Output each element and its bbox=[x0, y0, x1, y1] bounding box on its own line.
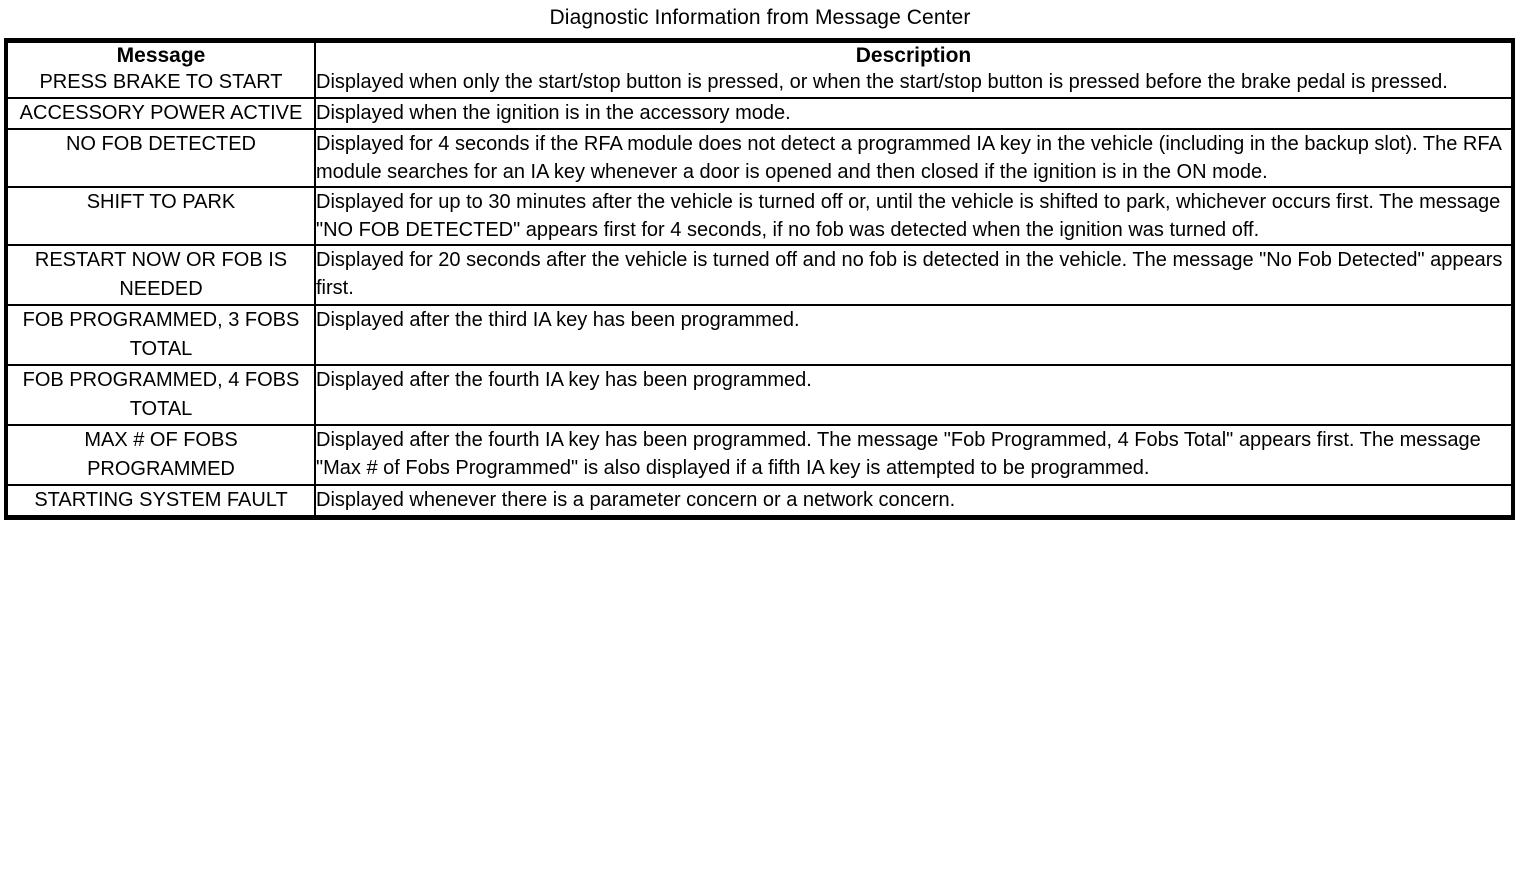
table-row: SHIFT TO PARK Displayed for up to 30 min… bbox=[8, 186, 1511, 246]
description-text: Displayed for 4 seconds if the RFA modul… bbox=[316, 133, 1501, 183]
description-text: Displayed for up to 30 minutes after the… bbox=[316, 191, 1501, 241]
cell-message: RESTART NOW OR FOB IS NEEDED bbox=[8, 244, 316, 306]
cell-description: Displayed after the fourth IA key has be… bbox=[314, 364, 1511, 426]
table-header-row: Message Description bbox=[8, 43, 1511, 68]
description-text: Displayed after the third IA key has bee… bbox=[316, 309, 800, 331]
table-body: PRESS BRAKE TO START Displayed when only… bbox=[8, 68, 1511, 515]
description-text: Displayed when only the start/stop butto… bbox=[316, 71, 1448, 93]
description-text: Displayed after the fourth IA key has be… bbox=[316, 429, 1481, 479]
table-row: MAX # OF FOBS PROGRAMMED Displayed after… bbox=[8, 424, 1511, 486]
description-text: Displayed whenever there is a parameter … bbox=[316, 489, 956, 511]
cell-message: ACCESSORY POWER ACTIVE bbox=[8, 97, 316, 130]
diagnostic-information-table: Message Description PRESS BRAKE TO START… bbox=[8, 43, 1511, 515]
column-header-message: Message bbox=[8, 43, 316, 68]
diagnostic-table-container: Message Description PRESS BRAKE TO START… bbox=[4, 38, 1515, 520]
table-row: STARTING SYSTEM FAULT Displayed whenever… bbox=[8, 484, 1511, 515]
cell-description: Displayed when the ignition is in the ac… bbox=[314, 97, 1511, 130]
cell-description: Displayed after the third IA key has bee… bbox=[314, 304, 1511, 366]
description-text: Displayed when the ignition is in the ac… bbox=[316, 102, 791, 124]
cell-message: MAX # OF FOBS PROGRAMMED bbox=[8, 424, 316, 486]
table-row: FOB PROGRAMMED, 3 FOBS TOTAL Displayed a… bbox=[8, 304, 1511, 366]
cell-description: Displayed whenever there is a parameter … bbox=[314, 484, 1511, 515]
table-row: NO FOB DETECTED Displayed for 4 seconds … bbox=[8, 128, 1511, 188]
cell-description: Displayed for 20 seconds after the vehic… bbox=[314, 244, 1511, 306]
description-text: Displayed for 20 seconds after the vehic… bbox=[316, 249, 1503, 299]
table-row: RESTART NOW OR FOB IS NEEDED Displayed f… bbox=[8, 244, 1511, 306]
cell-description: Displayed for up to 30 minutes after the… bbox=[314, 186, 1511, 246]
cell-message: PRESS BRAKE TO START bbox=[8, 68, 316, 99]
cell-message: FOB PROGRAMMED, 3 FOBS TOTAL bbox=[8, 304, 316, 366]
cell-description: Displayed when only the start/stop butto… bbox=[314, 68, 1511, 99]
table-row: PRESS BRAKE TO START Displayed when only… bbox=[8, 68, 1511, 99]
table-row: FOB PROGRAMMED, 4 FOBS TOTAL Displayed a… bbox=[8, 364, 1511, 426]
cell-description: Displayed for 4 seconds if the RFA modul… bbox=[314, 128, 1511, 188]
cell-message: SHIFT TO PARK bbox=[8, 186, 316, 246]
cell-message: FOB PROGRAMMED, 4 FOBS TOTAL bbox=[8, 364, 316, 426]
cell-message: NO FOB DETECTED bbox=[8, 128, 316, 188]
cell-description: Displayed after the fourth IA key has be… bbox=[314, 424, 1511, 486]
table-row: ACCESSORY POWER ACTIVE Displayed when th… bbox=[8, 97, 1511, 130]
page-title: Diagnostic Information from Message Cent… bbox=[549, 6, 971, 29]
cell-message: STARTING SYSTEM FAULT bbox=[8, 484, 316, 515]
column-header-description: Description bbox=[314, 43, 1511, 68]
description-text: Displayed after the fourth IA key has be… bbox=[316, 369, 812, 391]
